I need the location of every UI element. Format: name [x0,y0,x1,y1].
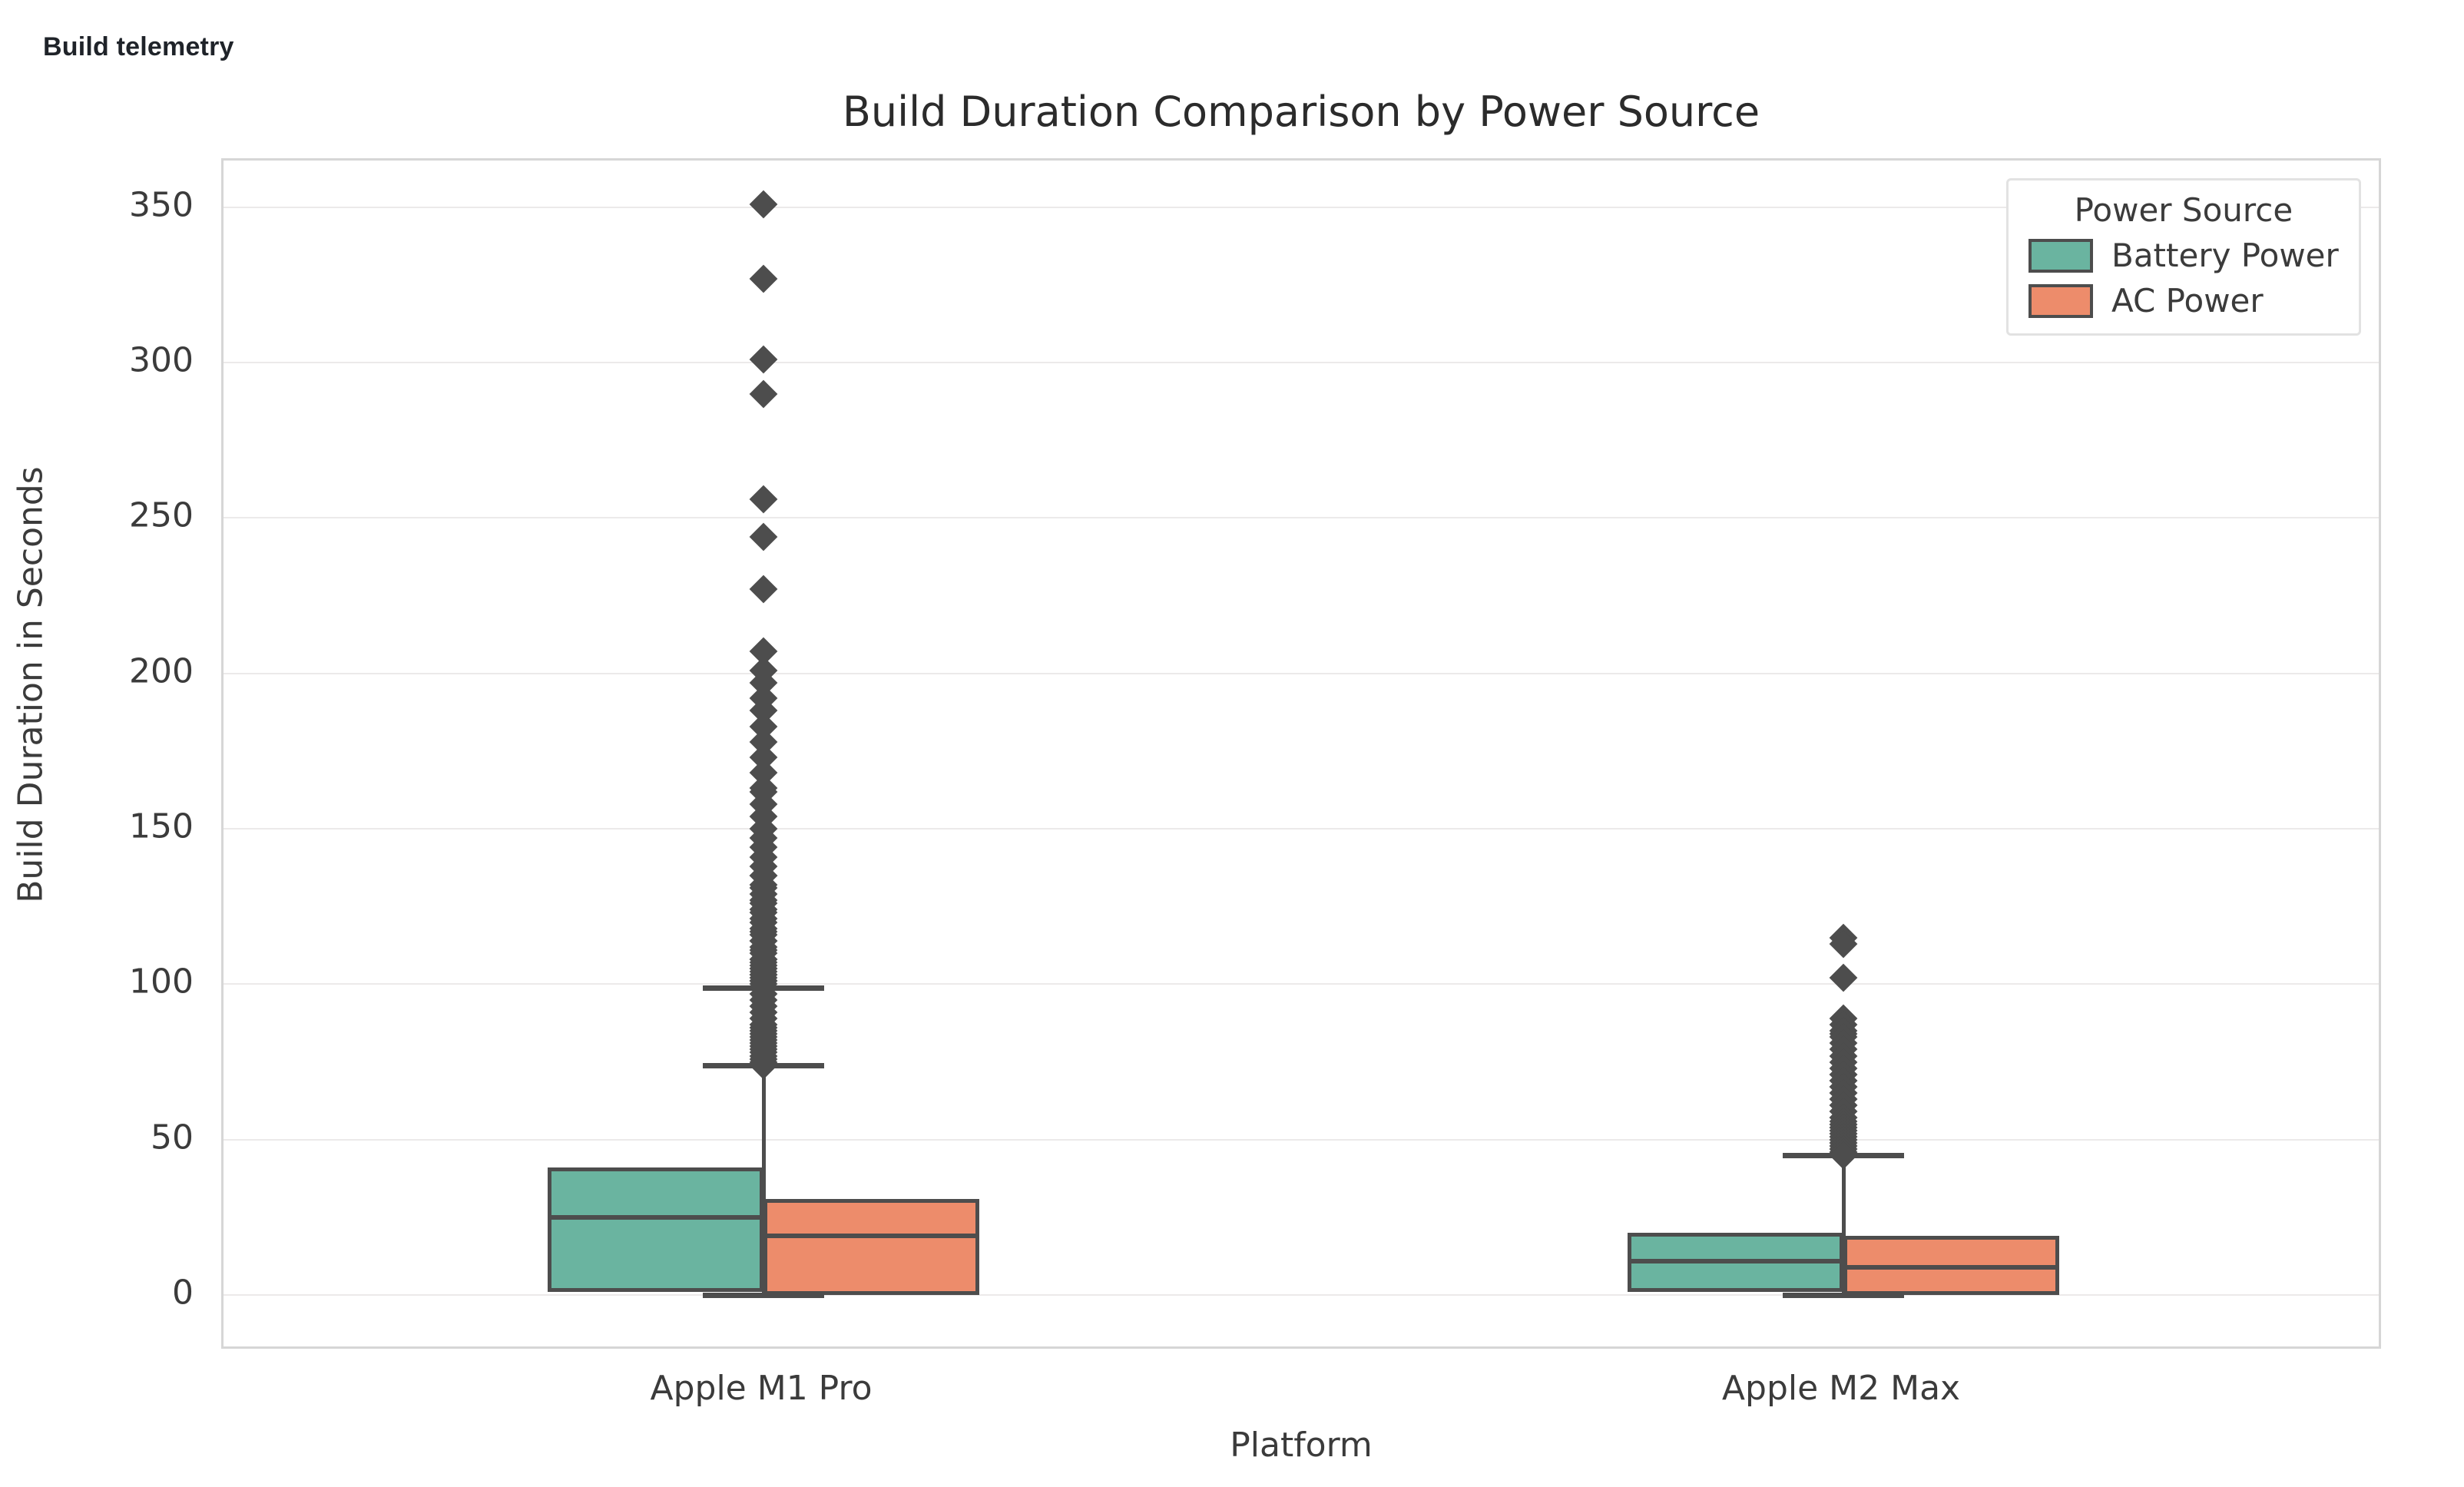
y-tick-label: 350 [129,185,194,225]
box-plot-outlier [749,190,778,219]
box-plot-outlier [749,345,778,374]
box-plot-outlier [1829,963,1858,992]
gridline [224,517,2379,519]
y-tick-label: 0 [172,1273,194,1313]
gridline [224,1294,2379,1297]
chart-title: Build Duration Comparison by Power Sourc… [842,88,1760,136]
gridline [224,1138,2379,1141]
y-tick-label: 250 [129,495,194,535]
box-plot-box [547,1167,763,1293]
y-axis-ticks: 0 50 100 150 200 250 300 350 [0,158,221,1349]
box-plot-outlier [749,379,778,408]
gridline [224,672,2379,674]
gridline [224,206,2379,208]
box-plot-whisker-cap [1783,1293,1904,1299]
box-plot-outlier [749,485,778,514]
legend-item[interactable]: Battery Power [2028,237,2339,274]
y-tick-label: 150 [129,806,194,846]
y-tick-label: 200 [129,651,194,691]
gridline [224,828,2379,830]
x-tick-label: Apple M1 Pro [650,1369,873,1408]
chart-legend: Power Source Battery Power AC Power [2006,178,2361,336]
y-tick-label: 300 [129,340,194,380]
box-plot-median [547,1214,763,1220]
x-axis-ticks: Apple M1 Pro Apple M2 Max [221,1349,2381,1418]
box-plot-median [763,1234,980,1239]
y-tick-label: 100 [129,962,194,1002]
gridline [224,983,2379,985]
y-axis-label: Build Duration in Seconds [11,466,51,903]
legend-swatch-icon [2028,283,2093,318]
legend-label: AC Power [2111,282,2264,320]
box-plot-whisker [1841,1155,1846,1237]
y-tick-label: 50 [151,1118,194,1157]
box-plot-median [1843,1264,2060,1270]
box-plot-whisker-cap [703,1293,824,1299]
page-title: Build telemetry [43,32,234,61]
gridline [224,362,2379,364]
box-plot-outlier [749,522,778,551]
box-plot-whisker [761,1065,766,1199]
box-plot-median [1627,1258,1843,1263]
legend-item[interactable]: AC Power [2028,282,2339,320]
legend-swatch-icon [2028,238,2093,273]
plot-area [221,158,2381,1349]
legend-label: Battery Power [2111,237,2339,274]
box-plot-outlier [749,575,778,604]
chart-figure: Build Duration Comparison by Power Sourc… [0,74,2464,1487]
x-axis-label: Platform [1230,1426,1373,1465]
x-tick-label: Apple M2 Max [1721,1369,1961,1408]
legend-title: Power Source [2074,191,2293,229]
box-plot-box [763,1198,980,1296]
box-plot-outlier [749,264,778,293]
